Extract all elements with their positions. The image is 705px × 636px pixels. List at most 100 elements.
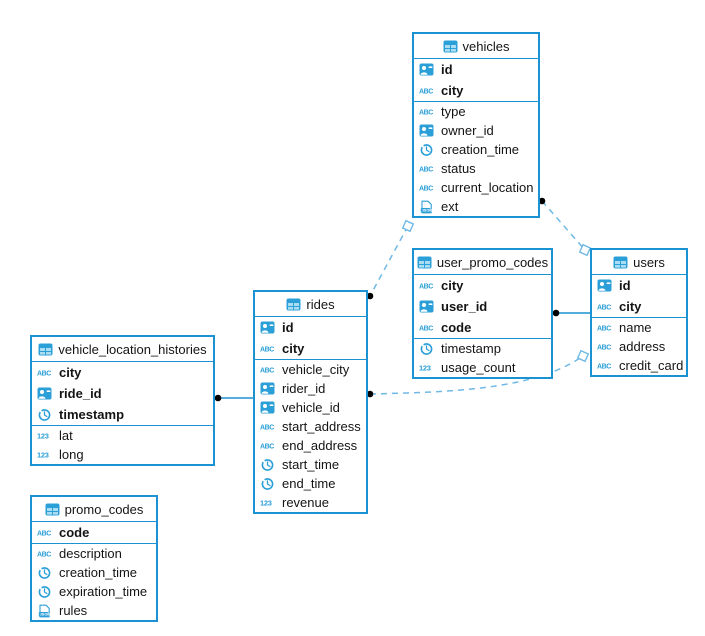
svg-text:ABC: ABC — [597, 326, 611, 333]
column-rules[interactable]: JSON rules — [32, 601, 156, 620]
svg-text:ABC: ABC — [260, 425, 274, 432]
column-name: vehicle_city — [282, 362, 350, 377]
table-icon — [45, 503, 60, 516]
column-name: city — [59, 365, 82, 380]
svg-text:ABC: ABC — [419, 326, 433, 333]
column-current_location[interactable]: ABC current_location — [414, 178, 538, 197]
number-icon: 123 — [37, 429, 54, 442]
column-start_address[interactable]: ABC start_address — [255, 417, 366, 436]
column-id[interactable]: id — [592, 275, 686, 296]
column-creation_time[interactable]: creation_time — [414, 140, 538, 159]
column-credit_card[interactable]: ABC credit_card — [592, 356, 686, 375]
column-description[interactable]: ABC description — [32, 544, 156, 563]
column-city[interactable]: ABC city — [414, 275, 551, 296]
column-type[interactable]: ABC type — [414, 102, 538, 121]
column-code[interactable]: ABC code — [32, 522, 156, 543]
svg-text:ABC: ABC — [37, 371, 51, 378]
column-name: city — [441, 278, 464, 293]
table-promo_codes[interactable]: promo_codes ABC code ABC description cre… — [30, 495, 158, 622]
column-name: start_address — [282, 419, 361, 434]
time-icon — [37, 566, 54, 580]
column-name: rider_id — [282, 381, 326, 396]
column-address[interactable]: ABC address — [592, 337, 686, 356]
column-timestamp[interactable]: timestamp — [32, 404, 213, 425]
column-city[interactable]: ABC city — [414, 80, 538, 101]
column-name: lat — [59, 428, 73, 443]
column-expiration_time[interactable]: expiration_time — [32, 582, 156, 601]
table-icon — [443, 40, 458, 53]
column-usage_count[interactable]: 123 usage_count — [414, 358, 551, 377]
svg-text:ABC: ABC — [419, 186, 433, 193]
column-id[interactable]: id — [255, 317, 366, 338]
column-vehicle_id[interactable]: vehicle_id — [255, 398, 366, 417]
column-code[interactable]: ABC code — [414, 317, 551, 338]
columns-section: timestamp 123 usage_count — [414, 338, 551, 377]
id-icon — [419, 124, 436, 137]
number-icon: 123 — [260, 496, 277, 509]
key-columns-section: id ABC city — [592, 275, 686, 317]
column-name: status — [441, 161, 476, 176]
column-name[interactable]: ABC name — [592, 318, 686, 337]
column-name: ext — [441, 199, 459, 214]
svg-text:123: 123 — [37, 432, 49, 441]
svg-text:123: 123 — [260, 499, 272, 508]
id-icon — [597, 279, 614, 292]
column-user_id[interactable]: user_id — [414, 296, 551, 317]
columns-section: ABC description creation_time expiration… — [32, 543, 156, 620]
table-vehicle_location_histories[interactable]: vehicle_location_histories ABC city ride… — [30, 335, 215, 466]
column-ext[interactable]: JSON ext — [414, 197, 538, 216]
column-name: current_location — [441, 180, 534, 195]
text-icon: ABC — [37, 547, 54, 560]
column-name: ride_id — [59, 386, 102, 401]
column-status[interactable]: ABC status — [414, 159, 538, 178]
text-icon: ABC — [260, 420, 277, 433]
column-vehicle_city[interactable]: ABC vehicle_city — [255, 360, 366, 379]
id-icon — [419, 300, 436, 313]
table-header[interactable]: user_promo_codes — [414, 250, 551, 275]
table-users[interactable]: users id ABC city ABC name ABC address A… — [590, 248, 688, 377]
text-icon: ABC — [419, 279, 436, 292]
column-start_time[interactable]: start_time — [255, 455, 366, 474]
table-header[interactable]: promo_codes — [32, 497, 156, 522]
column-name: end_address — [282, 438, 358, 453]
column-end_address[interactable]: ABC end_address — [255, 436, 366, 455]
column-name: expiration_time — [59, 584, 148, 599]
svg-text:ABC: ABC — [419, 110, 433, 117]
table-header[interactable]: vehicles — [414, 34, 538, 59]
time-icon — [419, 342, 436, 356]
table-vehicles[interactable]: vehicles id ABC city ABC type owner_id — [412, 32, 540, 218]
column-long[interactable]: 123 long — [32, 445, 213, 464]
table-name: vehicles — [462, 38, 510, 54]
time-icon — [37, 408, 54, 422]
svg-text:123: 123 — [419, 364, 431, 373]
column-ride_id[interactable]: ride_id — [32, 383, 213, 404]
column-rider_id[interactable]: rider_id — [255, 379, 366, 398]
table-header[interactable]: rides — [255, 292, 366, 317]
text-icon: ABC — [597, 359, 614, 372]
column-city[interactable]: ABC city — [255, 338, 366, 359]
table-header[interactable]: users — [592, 250, 686, 275]
svg-text:ABC: ABC — [419, 167, 433, 174]
table-rides[interactable]: rides id ABC city ABC vehicle_city rider… — [253, 290, 368, 514]
column-city[interactable]: ABC city — [592, 296, 686, 317]
columns-section: ABC vehicle_city rider_id vehicle_id ABC… — [255, 359, 366, 512]
table-user_promo_codes[interactable]: user_promo_codes ABC city user_id ABC co… — [412, 248, 553, 379]
table-header[interactable]: vehicle_location_histories — [32, 337, 213, 362]
column-name: timestamp — [59, 407, 125, 422]
column-name: id — [619, 278, 631, 293]
column-name: rules — [59, 603, 88, 618]
column-timestamp[interactable]: timestamp — [414, 339, 551, 358]
column-end_time[interactable]: end_time — [255, 474, 366, 493]
svg-text:ABC: ABC — [260, 444, 274, 451]
column-owner_id[interactable]: owner_id — [414, 121, 538, 140]
column-creation_time[interactable]: creation_time — [32, 563, 156, 582]
table-name: rides — [306, 296, 335, 312]
column-revenue[interactable]: 123 revenue — [255, 493, 366, 512]
table-name: vehicle_location_histories — [58, 341, 207, 357]
column-id[interactable]: id — [414, 59, 538, 80]
key-columns-section: ABC code — [32, 522, 156, 543]
id-icon — [260, 321, 277, 334]
column-lat[interactable]: 123 lat — [32, 426, 213, 445]
column-city[interactable]: ABC city — [32, 362, 213, 383]
